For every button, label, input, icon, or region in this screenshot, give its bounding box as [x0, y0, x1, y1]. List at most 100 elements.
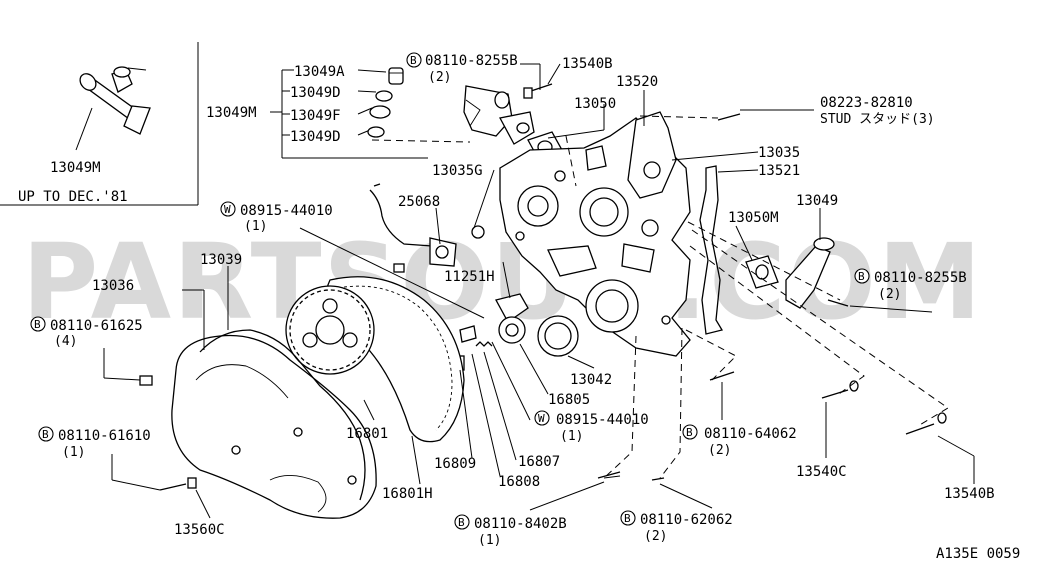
- label-13049F[interactable]: 13049F: [290, 108, 341, 124]
- label-13035G[interactable]: 13035G: [432, 163, 483, 179]
- bolt-symbol-letter: B: [858, 270, 865, 283]
- label-08110-62062[interactable]: 08110-62062: [640, 512, 733, 528]
- label-13039[interactable]: 13039: [200, 252, 242, 268]
- label-11251H[interactable]: 11251H: [444, 269, 495, 285]
- tensioner-bracket-16807[interactable]: [495, 293, 529, 323]
- dashed-alignment-lines: [565, 115, 949, 479]
- stud-08223-82810[interactable]: [717, 113, 741, 121]
- qty-08110-8255B-top: (2): [428, 70, 451, 85]
- bolt-symbol: [620, 510, 636, 526]
- diagram-code: A135E 0059: [936, 546, 1020, 562]
- qty-08110-61610: (1): [62, 445, 85, 460]
- bolt-08110-61625[interactable]: [139, 375, 153, 386]
- bolt-symbol-letter: B: [686, 426, 693, 439]
- bolt-symbol: [454, 514, 470, 530]
- bolt-08110-62062[interactable]: [651, 477, 665, 481]
- bolt-symbol-letter: B: [410, 54, 417, 67]
- label-13540B-bottom[interactable]: 13540B: [944, 486, 995, 502]
- label-13049[interactable]: 13049: [796, 193, 838, 209]
- tensioner-pulley-16805[interactable]: [498, 316, 526, 344]
- clip-13049D-top[interactable]: [375, 90, 393, 102]
- bolt-symbol: [682, 424, 698, 440]
- sensor-25068[interactable]: [369, 183, 457, 273]
- label-08915-44010-bottom[interactable]: 08915-44010: [556, 412, 649, 428]
- label-13520[interactable]: 13520: [616, 74, 658, 90]
- washer-symbol-letter: W: [538, 412, 545, 425]
- bolt-symbol-letter: B: [624, 512, 631, 525]
- spring-16808[interactable]: [475, 341, 493, 347]
- label-13049A[interactable]: 13049A: [294, 64, 345, 80]
- inset-note: UP TO DEC.'81: [18, 189, 128, 205]
- label-stud-note: STUD スタッド(3): [820, 112, 935, 127]
- bracket-13049M-group: [270, 67, 471, 159]
- bolt-08110-8402B[interactable]: [597, 471, 621, 479]
- label-13049D-top[interactable]: 13049D: [290, 85, 341, 101]
- label-16809[interactable]: 16809: [434, 456, 476, 472]
- bolt-symbol: [30, 316, 46, 332]
- front-cover-plate-13520[interactable]: [627, 111, 677, 199]
- washer-symbol: [534, 410, 550, 426]
- label-08915-44010-top[interactable]: 08915-44010: [240, 203, 333, 219]
- inset-part-label: 13049M: [50, 160, 101, 176]
- bolt-symbol-letter: B: [458, 516, 465, 529]
- label-08110-61610[interactable]: 08110-61610: [58, 428, 151, 444]
- washer-symbol: [220, 201, 236, 217]
- water-outlet-13049[interactable]: [785, 237, 835, 309]
- label-13035[interactable]: 13035: [758, 145, 800, 161]
- bolt-08110-8255B-right[interactable]: [827, 299, 849, 307]
- qty-08110-64062: (2): [708, 443, 731, 458]
- cap-13049A[interactable]: [388, 67, 404, 85]
- label-13050M[interactable]: 13050M: [728, 210, 779, 226]
- bolt-symbol-letter: B: [34, 318, 41, 331]
- washer-symbol-letter: W: [224, 203, 231, 216]
- label-08110-8255B-right[interactable]: 08110-8255B: [874, 270, 967, 286]
- label-13540B-top[interactable]: 13540B: [562, 56, 613, 72]
- label-08110-61625[interactable]: 08110-61625: [50, 318, 143, 334]
- bolt-symbol: [406, 52, 422, 68]
- bolt-08110-61610[interactable]: [159, 477, 197, 491]
- leader-lines: [103, 63, 975, 519]
- gasket-13521[interactable]: [699, 165, 724, 335]
- label-16805[interactable]: 16805: [548, 392, 590, 408]
- label-13049D-bottom[interactable]: 13049D: [290, 129, 341, 145]
- timing-cover-rear-13036[interactable]: [199, 329, 366, 501]
- camshaft-sprocket-16801[interactable]: [285, 285, 375, 375]
- bolt-symbol: [854, 268, 870, 284]
- label-13521[interactable]: 13521: [758, 163, 800, 179]
- label-16801[interactable]: 16801: [346, 426, 388, 442]
- label-13560C[interactable]: 13560C: [174, 522, 225, 538]
- label-25068[interactable]: 25068: [398, 194, 440, 210]
- hose-13049F[interactable]: [369, 105, 391, 119]
- label-16808[interactable]: 16808: [498, 474, 540, 490]
- qty-08915-44010-bottom: (1): [560, 429, 583, 444]
- label-13050[interactable]: 13050: [574, 96, 616, 112]
- bolt-13540B-top[interactable]: [523, 83, 553, 99]
- bolt-symbol: [38, 426, 54, 442]
- water-outlet-housing[interactable]: [463, 85, 535, 145]
- gasket-13035G[interactable]: [471, 225, 485, 239]
- label-16801H[interactable]: 16801H: [382, 486, 433, 502]
- qty-08110-8402B: (1): [478, 533, 501, 548]
- label-13540C[interactable]: 13540C: [796, 464, 847, 480]
- timing-cover-13039[interactable]: [171, 334, 377, 519]
- label-08110-8402B[interactable]: 08110-8402B: [474, 516, 567, 532]
- bolt-13540B-bottom[interactable]: [905, 412, 947, 435]
- qty-08110-62062: (2): [644, 529, 667, 544]
- inset-outlet-pipe-13049M[interactable]: [77, 66, 151, 135]
- label-13042[interactable]: 13042: [570, 372, 612, 388]
- bolt-symbol-letter: B: [42, 428, 49, 441]
- bolt-11251H[interactable]: [459, 325, 477, 343]
- label-08223-82810[interactable]: 08223-82810: [820, 95, 913, 111]
- label-08110-8255B-top[interactable]: 08110-8255B: [425, 53, 518, 69]
- label-13036[interactable]: 13036: [92, 278, 134, 294]
- clip-13049D-bottom[interactable]: [367, 126, 385, 138]
- oil-seal-13042[interactable]: [537, 315, 579, 357]
- inset-panel: 13049M UP TO DEC.'81: [0, 42, 199, 206]
- qty-08110-61625: (4): [54, 334, 77, 349]
- label-08110-64062[interactable]: 08110-64062: [704, 426, 797, 442]
- label-16807[interactable]: 16807: [518, 454, 560, 470]
- label-13049M[interactable]: 13049M: [206, 105, 257, 121]
- gasket-13050M[interactable]: [745, 255, 779, 289]
